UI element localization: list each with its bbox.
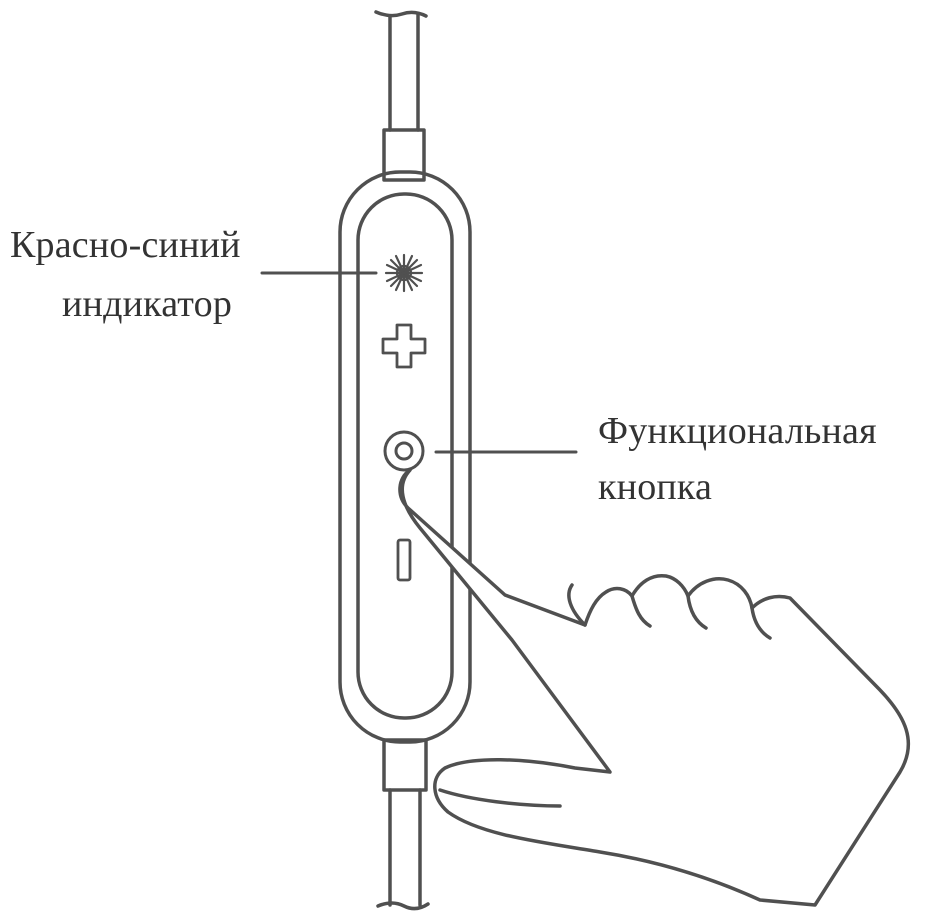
hand-illustration <box>398 468 911 907</box>
cable-top <box>374 10 428 132</box>
cable-bottom <box>376 788 430 911</box>
light-burst-icon <box>384 253 424 293</box>
indicator-label-line1: Красно-синий <box>10 224 241 266</box>
remote-body <box>338 170 472 744</box>
minus-icon[interactable] <box>396 538 412 582</box>
cable-collar-top <box>382 128 426 182</box>
plus-icon[interactable] <box>381 323 427 369</box>
function-label-line2: кнопка <box>598 466 713 508</box>
ring-button-icon[interactable] <box>383 430 425 472</box>
function-label-line1: Функциональная <box>598 410 877 452</box>
indicator-label-line2: индикатор <box>62 283 233 325</box>
cable-collar-bottom <box>382 738 428 792</box>
